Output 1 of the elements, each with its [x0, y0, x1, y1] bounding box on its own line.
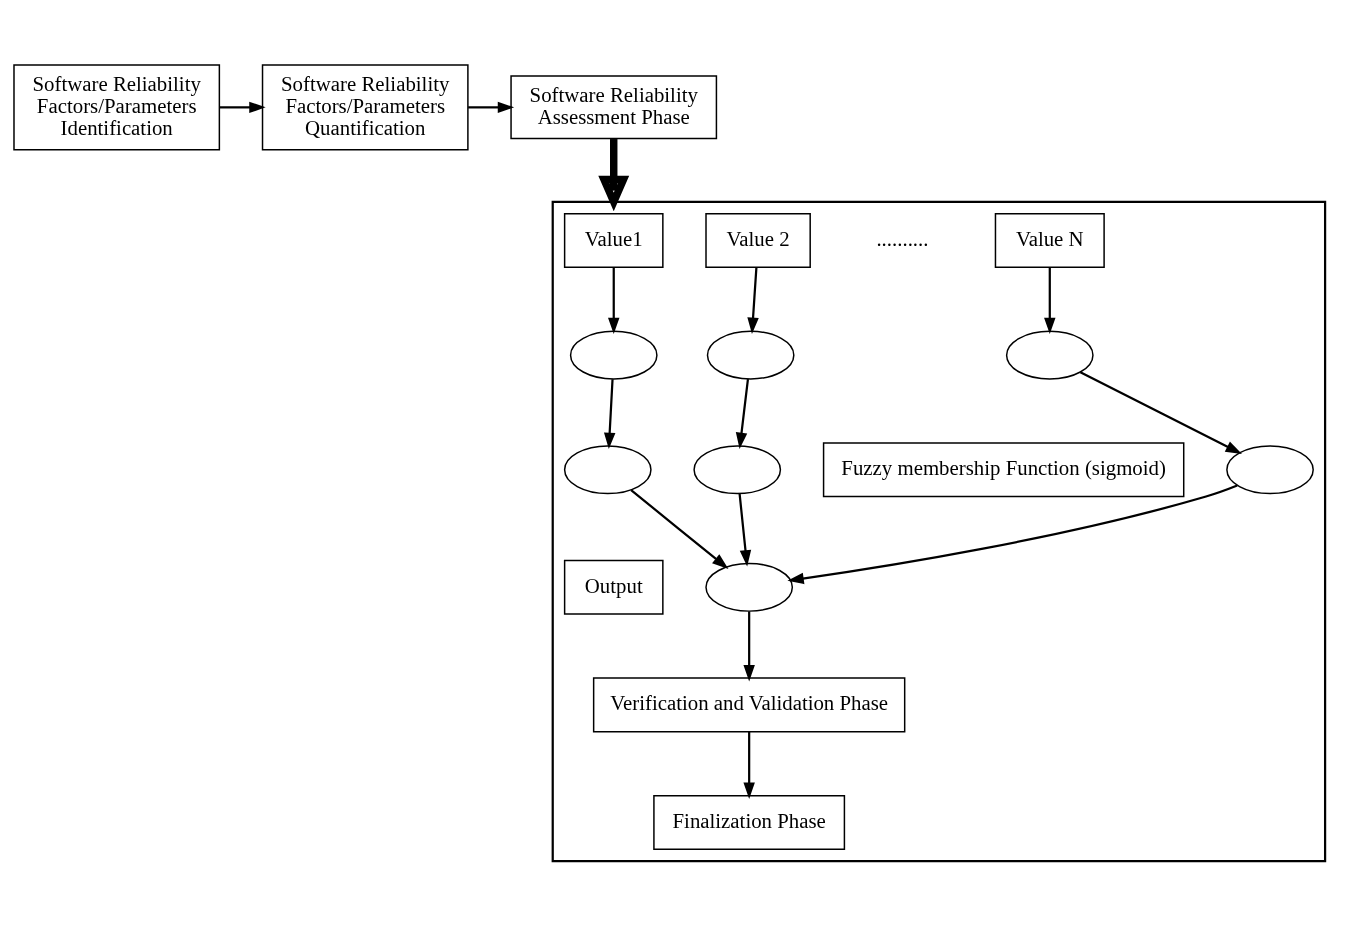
label: .......... [876, 226, 929, 251]
